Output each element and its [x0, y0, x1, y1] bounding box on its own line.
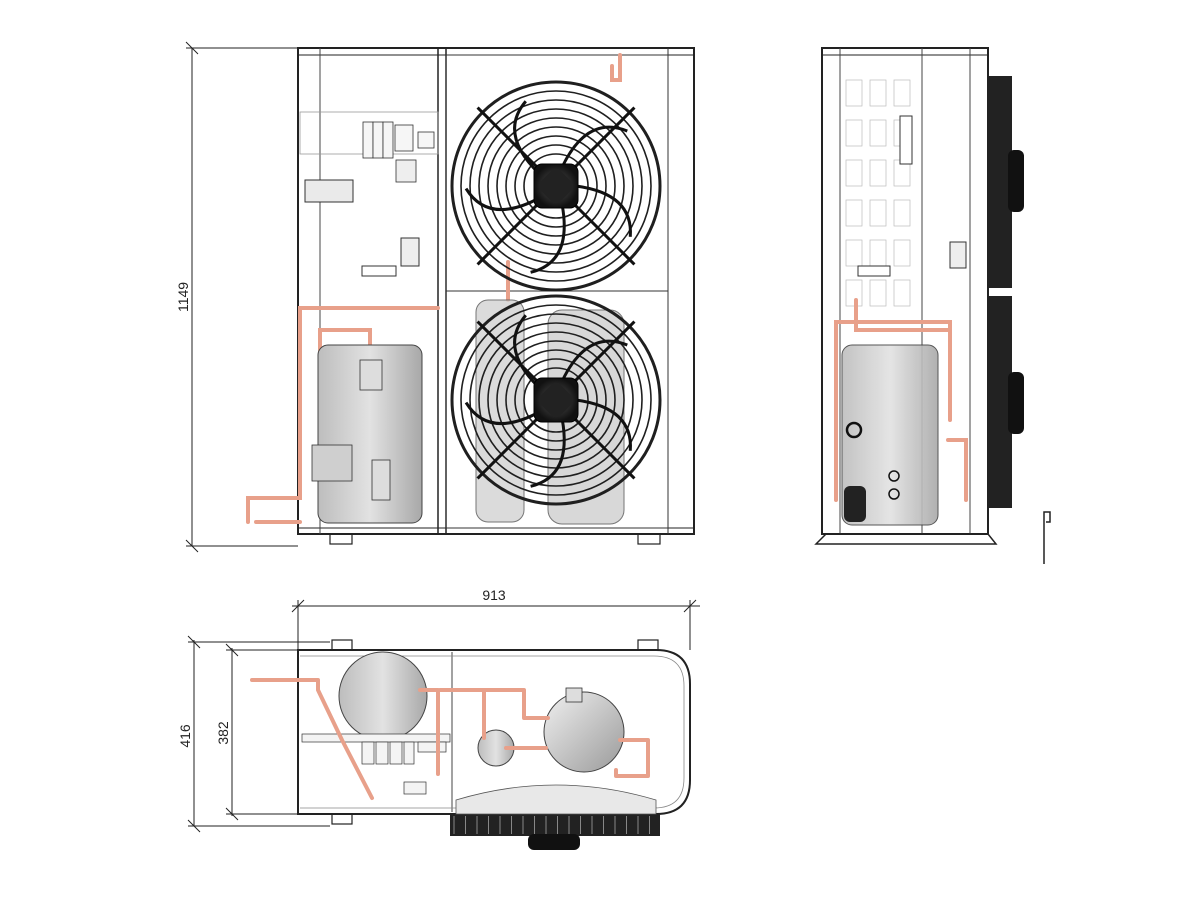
side-piping — [834, 298, 968, 502]
terminal-block — [362, 121, 435, 159]
top-compressor — [338, 651, 428, 741]
dimension-height-label: 1149 — [175, 282, 191, 312]
relay-module — [395, 159, 417, 183]
front-housing — [297, 47, 695, 535]
top-view — [250, 639, 691, 850]
dimension-depth-inner — [225, 643, 298, 821]
top-terminal-row — [301, 733, 451, 795]
pressure-switch — [400, 237, 420, 267]
front-view — [246, 47, 695, 545]
top-inner-wall — [300, 655, 685, 809]
controller-display — [304, 179, 354, 203]
dimension-depth-outer-label: 416 — [177, 724, 193, 748]
dimension-width — [291, 599, 700, 650]
top-piping — [250, 678, 650, 800]
dimension-depth-outer — [187, 635, 330, 833]
side-base — [814, 533, 998, 545]
side-bracket — [899, 115, 913, 165]
side-switch — [949, 241, 967, 269]
top-fan-guard — [450, 784, 660, 850]
front-compressor — [311, 344, 423, 524]
top-fan-grill — [453, 816, 650, 834]
top-fan — [450, 80, 662, 292]
dimension-height — [185, 41, 298, 553]
front-divider — [437, 47, 447, 535]
front-foot-right — [637, 533, 661, 545]
top-housing — [297, 649, 691, 815]
bottom-fan — [450, 294, 662, 506]
top-feet — [331, 639, 659, 825]
side-label-plate — [857, 265, 891, 277]
side-view — [814, 47, 1051, 564]
dimension-width-label: 913 — [482, 587, 506, 603]
dimension-depth-inner-label: 382 — [215, 721, 231, 745]
top-receiver — [543, 687, 625, 773]
side-compressor — [841, 344, 939, 526]
front-label-plate — [361, 265, 397, 277]
side-connector-tab — [1043, 511, 1051, 564]
front-foot-left — [329, 533, 353, 545]
side-fan-housing — [988, 76, 1024, 508]
